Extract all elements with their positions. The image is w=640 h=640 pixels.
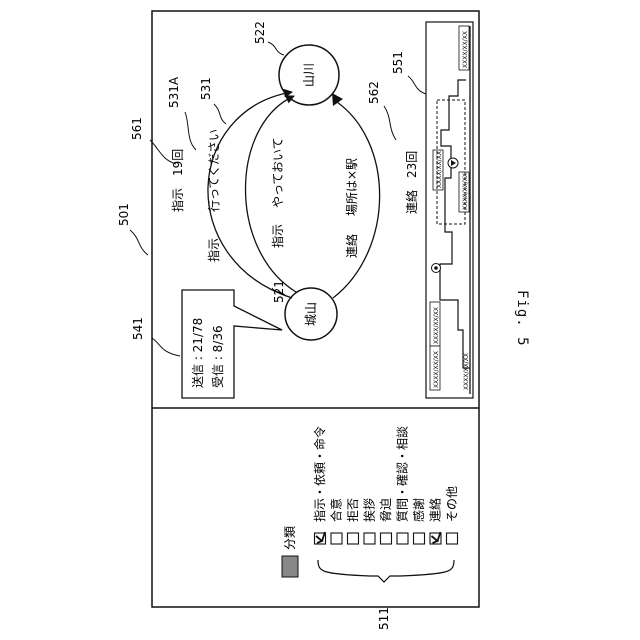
edge3-count: 連絡 23回	[404, 151, 419, 214]
date-label-bottom-right: XXXX/XX/XX	[463, 353, 470, 390]
edge1-count: 指示 19回	[170, 149, 185, 212]
classify-item-label-6: 感謝	[411, 498, 426, 522]
date-label-top: XXXX/XX/XX	[462, 31, 469, 68]
classify-checkbox-6[interactable]	[414, 533, 425, 544]
leader-541	[152, 338, 180, 356]
leader-501	[130, 230, 148, 255]
ref-511: 511	[377, 607, 391, 630]
ref-531: 531	[199, 77, 213, 100]
ref-551: 551	[391, 51, 405, 74]
edge2-label: 指示	[270, 224, 285, 248]
classify-item-label-8: その他	[445, 486, 459, 522]
classify-item-label-1: 合意	[329, 498, 344, 522]
classify-item-label-0: 指示・依頼・命令	[312, 426, 327, 522]
date-label-bottom-left: XXXX/XX/XX	[433, 351, 440, 388]
classify-swatch	[282, 556, 298, 577]
classify-checkbox-5[interactable]	[397, 533, 408, 544]
classify-checkbox-1[interactable]	[331, 533, 342, 544]
edge3-message: 場所は×駅	[345, 158, 359, 216]
classify-item-label-5: 質問・確認・相談	[395, 426, 410, 522]
node-yamakawa-label: 山川	[302, 63, 316, 87]
edge2-message: やっておいて	[271, 137, 285, 208]
ref-541: 541	[131, 317, 145, 340]
edge1-message: 行ってください	[207, 129, 221, 212]
ref-562: 562	[367, 81, 381, 104]
classify-list: 指示・依頼・命令合意拒否挨拶脅迫質問・確認・相談感謝連絡その他	[312, 426, 459, 544]
ref-531a: 531A	[167, 76, 181, 108]
edge-contact-arrowhead	[332, 93, 343, 106]
classify-checkbox-4[interactable]	[381, 533, 392, 544]
edge3-label: 連絡	[344, 234, 359, 258]
leader-562	[384, 106, 396, 140]
classify-item-label-3: 挨拶	[362, 498, 377, 522]
ref-561: 561	[130, 117, 144, 140]
target-icon-dot	[434, 266, 438, 270]
date-label-low: XXXX/XX/XX	[433, 307, 440, 344]
edge1-label: 指示	[206, 238, 221, 262]
classify-item-label-2: 拒否	[346, 498, 360, 522]
leader-531	[214, 104, 226, 124]
ref-522: 522	[253, 21, 267, 44]
classify-item-label-4: 脅迫	[378, 498, 393, 522]
leader-531a	[185, 112, 196, 150]
classify-checkbox-8[interactable]	[447, 533, 458, 544]
leader-522	[268, 42, 284, 55]
ref-501: 501	[117, 203, 131, 226]
stats-sent: 送信 : 21/78	[190, 318, 205, 388]
figure-caption: Fig. 5	[496, 290, 530, 350]
leader-551	[408, 76, 426, 94]
node-shiroyama-label: 城山	[304, 302, 318, 326]
classify-brace	[318, 560, 454, 582]
classify-title: 分類	[283, 526, 297, 550]
stats-received: 受信 : 8/36	[211, 325, 225, 388]
classify-item-label-7: 連絡	[428, 498, 443, 522]
classify-checkbox-3[interactable]	[364, 533, 375, 544]
classify-checkbox-2[interactable]	[348, 533, 359, 544]
